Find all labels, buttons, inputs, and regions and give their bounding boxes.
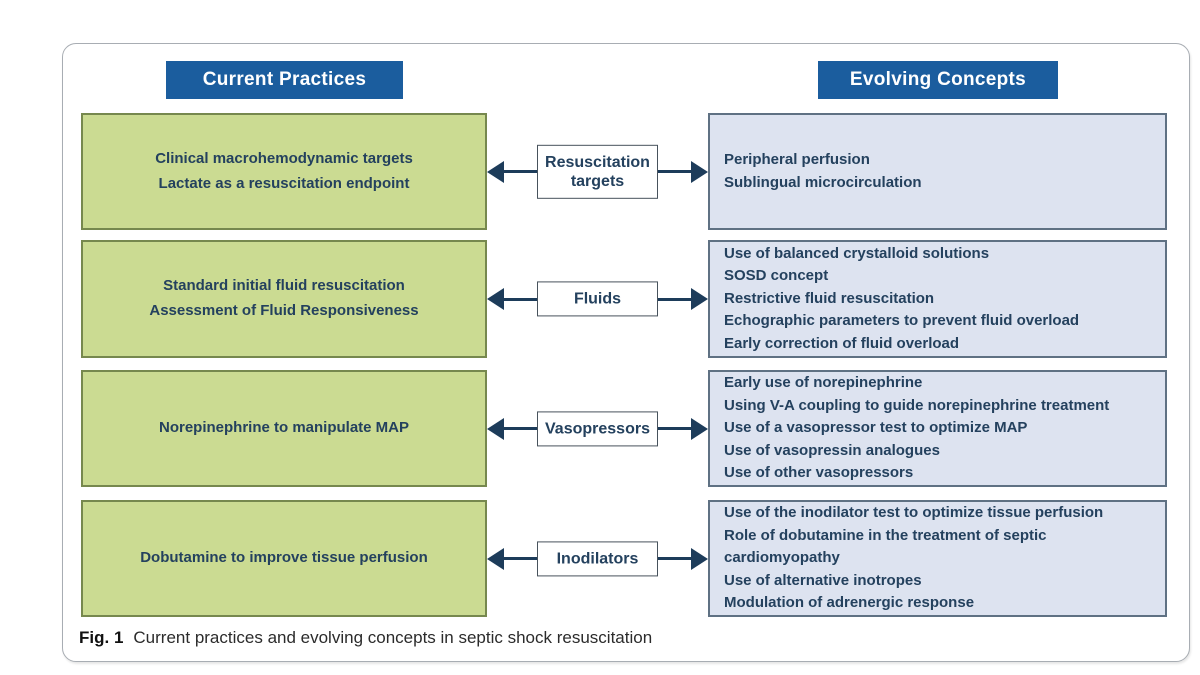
evolving-concept-line: Early correction of fluid overload <box>724 334 960 352</box>
figure-caption-label: Fig. 1 <box>79 628 124 647</box>
current-practice-line: Clinical macrohemodynamic targets <box>155 149 413 167</box>
arrow-right-icon <box>691 417 708 440</box>
arrow-left-icon <box>487 547 504 570</box>
category-label: Inodilators <box>537 540 658 577</box>
arrow-left-icon <box>487 160 504 183</box>
evolving-concept-box: Use of balanced crystalloid solutions SO… <box>708 240 1167 358</box>
current-practice-box: Clinical macrohemodynamic targets Lactat… <box>81 113 487 230</box>
evolving-concept-line: Use of other vasopressors <box>724 464 914 482</box>
category-label: Fluids <box>537 281 658 317</box>
evolving-concept-line: Use of balanced crystalloid solutions <box>724 244 990 262</box>
current-practice-box: Norepinephrine to manipulate MAP <box>81 370 487 487</box>
row-fluids: Standard initial fluid resuscitation Ass… <box>81 240 1167 358</box>
evolving-concept-line: Use of vasopressin analogues <box>724 441 940 459</box>
connector: Vasopressors <box>487 370 708 487</box>
row-resuscitation-targets: Clinical macrohemodynamic targets Lactat… <box>81 113 1167 230</box>
connector: Fluids <box>487 240 708 358</box>
evolving-concept-line: Sublingual microcirculation <box>724 173 922 191</box>
arrow-left-icon <box>487 288 504 310</box>
evolving-concept-box: Peripheral perfusion Sublingual microcir… <box>708 113 1167 230</box>
evolving-concept-line: Modulation of adrenergic response <box>724 594 975 612</box>
evolving-concept-line: Use of the inodilator test to optimize t… <box>724 504 1104 522</box>
evolving-concept-line: Use of alternative inotropes <box>724 571 922 589</box>
evolving-concept-line: Echographic parameters to prevent fluid … <box>724 312 1080 330</box>
current-practices-header: Current Practices <box>166 61 403 99</box>
current-practice-line: Norepinephrine to manipulate MAP <box>158 419 410 437</box>
figure-caption-text: Current practices and evolving concepts … <box>133 628 653 647</box>
arrow-left-icon <box>487 417 504 440</box>
evolving-concept-line: SOSD concept <box>724 267 829 285</box>
connector: Inodilators <box>487 500 708 617</box>
current-practice-box: Dobutamine to improve tissue perfusion <box>81 500 487 617</box>
figure-frame: Current Practices Evolving Concepts Clin… <box>62 43 1190 662</box>
evolving-concept-line: Restrictive fluid resuscitation <box>724 289 935 307</box>
evolving-concept-line: Using V-A coupling to guide norepinephri… <box>724 396 1110 414</box>
row-inodilators: Dobutamine to improve tissue perfusion I… <box>81 500 1167 617</box>
arrow-right-icon <box>691 288 708 310</box>
row-vasopressors: Norepinephrine to manipulate MAP Vasopre… <box>81 370 1167 487</box>
current-practice-box: Standard initial fluid resuscitation Ass… <box>81 240 487 358</box>
figure-caption: Fig. 1 Current practices and evolving con… <box>79 628 652 648</box>
current-practice-line: Lactate as a resuscitation endpoint <box>158 174 410 192</box>
evolving-concept-box: Early use of norepinephrine Using V-A co… <box>708 370 1167 487</box>
evolving-concept-box: Use of the inodilator test to optimize t… <box>708 500 1167 617</box>
evolving-concept-line: Use of a vasopressor test to optimize MA… <box>724 419 1028 437</box>
current-practice-line: Assessment of Fluid Responsiveness <box>149 302 419 319</box>
category-label: Vasopressors <box>537 410 658 447</box>
current-practice-line: Dobutamine to improve tissue perfusion <box>140 549 428 567</box>
evolving-concept-line: Role of dobutamine in the treatment of s… <box>724 526 1047 567</box>
arrow-right-icon <box>691 160 708 183</box>
arrow-right-icon <box>691 547 708 570</box>
evolving-concepts-header: Evolving Concepts <box>818 61 1058 99</box>
evolving-concept-line: Early use of norepinephrine <box>724 374 923 392</box>
connector: Resuscitation targets <box>487 113 708 230</box>
current-practice-line: Standard initial fluid resuscitation <box>163 277 405 295</box>
evolving-concept-line: Peripheral perfusion <box>724 151 870 168</box>
category-label: Resuscitation targets <box>537 144 658 199</box>
